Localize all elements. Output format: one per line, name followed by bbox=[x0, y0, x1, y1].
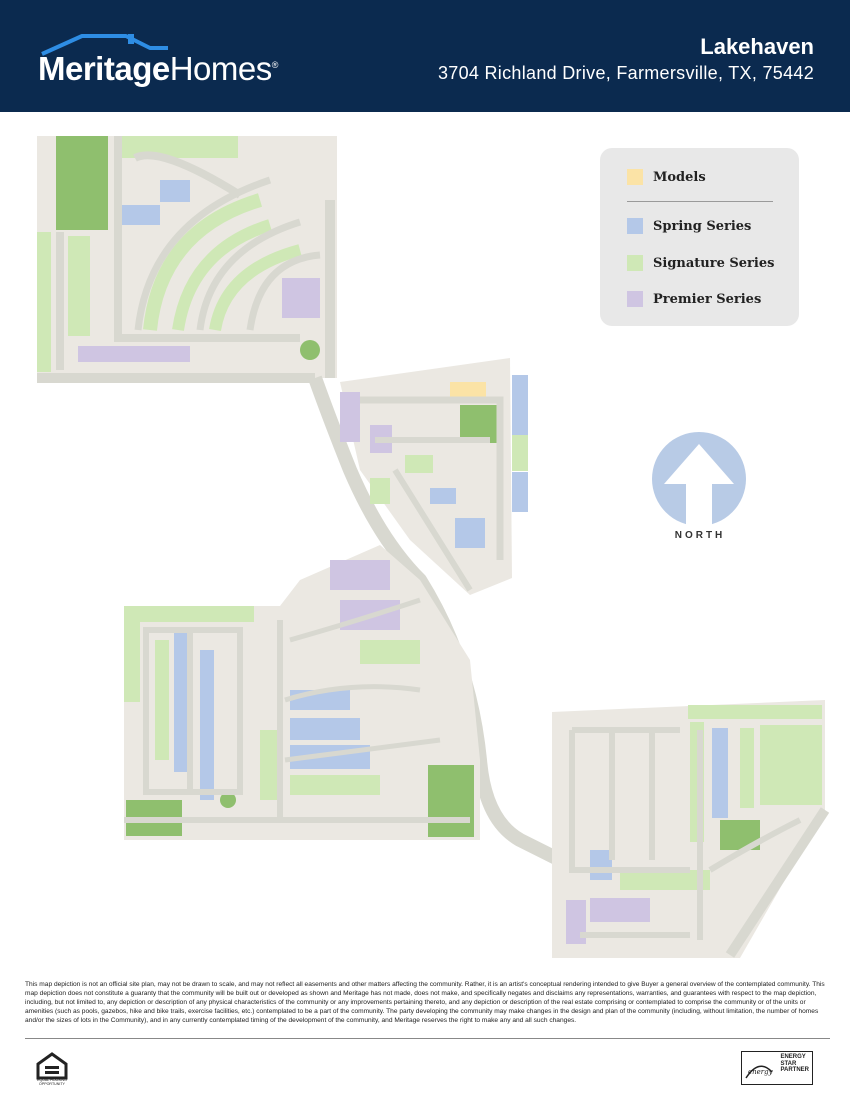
site-plan-map bbox=[37, 136, 830, 958]
central-north-parcel bbox=[340, 358, 528, 595]
open-space-northwest bbox=[56, 136, 108, 230]
legend-label-signature: Signature Series bbox=[653, 255, 775, 271]
energy-star-partner-badge: energy ENERGY STAR PARTNER bbox=[741, 1051, 813, 1085]
legend-label-premier: Premier Series bbox=[653, 291, 762, 307]
legend-divider bbox=[627, 201, 773, 202]
legend-item-spring: Spring Series bbox=[627, 217, 751, 235]
west-central-parcel bbox=[124, 545, 480, 840]
north-arrow-icon bbox=[652, 432, 746, 526]
premier-swatch bbox=[627, 291, 643, 307]
logo-homes-text: Homes bbox=[169, 50, 273, 87]
svg-text:energy: energy bbox=[748, 1068, 774, 1076]
signature-swatch bbox=[627, 255, 643, 271]
equal-housing-text: EQUAL HOUSING OPPORTUNITY bbox=[37, 1078, 67, 1086]
logo-wordmark: MeritageHomes® bbox=[38, 50, 278, 88]
logo-reg-mark: ® bbox=[271, 60, 279, 70]
map-legend: Models Spring Series Signature Series Pr… bbox=[600, 148, 799, 326]
models-swatch bbox=[627, 169, 643, 185]
legend-label-spring: Spring Series bbox=[653, 218, 752, 234]
spring-swatch bbox=[627, 218, 643, 234]
energy-star-line-3: PARTNER bbox=[780, 1067, 809, 1073]
open-space-central bbox=[428, 765, 474, 837]
footer-divider bbox=[25, 1038, 830, 1039]
equal-housing-icon bbox=[36, 1052, 68, 1080]
northwest-parcel bbox=[37, 136, 337, 383]
meritage-homes-logo: MeritageHomes® bbox=[38, 34, 298, 90]
legend-item-signature: Signature Series bbox=[627, 254, 774, 272]
legend-item-models: Models bbox=[627, 168, 706, 186]
legal-disclaimer: This map depiction is not an official si… bbox=[25, 981, 825, 1024]
energy-star-text: ENERGY STAR PARTNER bbox=[780, 1054, 809, 1074]
community-address: 3704 Richland Drive, Farmersville, TX, 7… bbox=[437, 63, 814, 83]
southeast-parcel bbox=[552, 700, 830, 958]
header-bar: MeritageHomes® Lakehaven 3704 Richland D… bbox=[0, 0, 850, 112]
legend-label-models: Models bbox=[653, 169, 706, 185]
energy-star-line-2: STAR bbox=[780, 1060, 797, 1067]
roof-icon bbox=[41, 34, 168, 56]
energy-star-line-1: ENERGY bbox=[780, 1054, 806, 1060]
north-label: NORTH bbox=[674, 530, 726, 541]
legend-item-premier: Premier Series bbox=[627, 290, 761, 308]
logo-meritage-text: Meritage bbox=[38, 50, 170, 87]
community-title: Lakehaven bbox=[700, 34, 814, 59]
energy-star-icon: energy bbox=[745, 1065, 774, 1079]
